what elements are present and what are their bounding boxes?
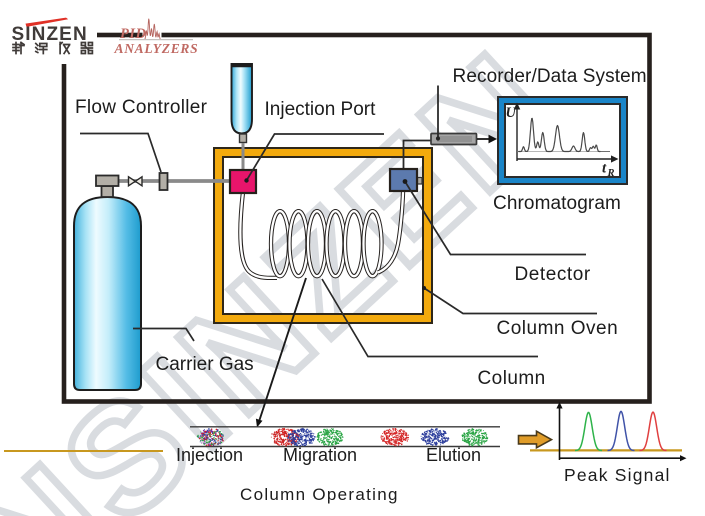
svg-text:SINZEN: SINZEN <box>12 24 88 45</box>
svg-text:ANALYZERS: ANALYZERS <box>114 41 199 56</box>
svg-text:U: U <box>506 105 518 121</box>
svg-text:PID: PID <box>120 26 147 42</box>
svg-text:R: R <box>607 168 615 179</box>
svg-text:t: t <box>602 161 607 177</box>
